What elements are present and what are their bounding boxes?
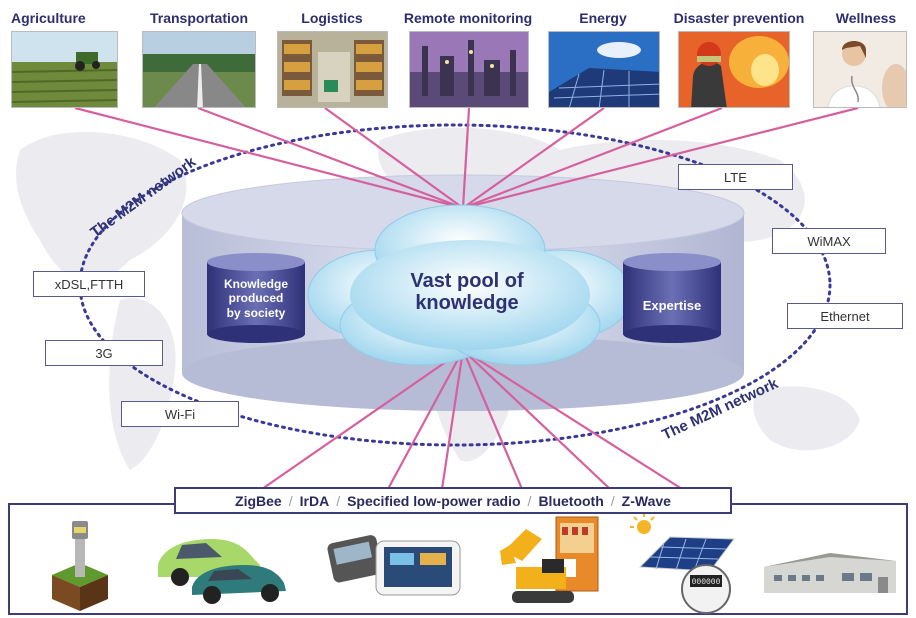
network-tag-wimax: WiMAX	[772, 228, 886, 254]
excavator-vending-machine-icon	[496, 515, 606, 616]
warehouse-photo	[277, 31, 388, 108]
highway-photo	[142, 31, 256, 108]
category-label-remote-monitoring: Remote monitoring	[403, 10, 533, 26]
protocol-separator: /	[336, 492, 341, 509]
network-tag-xdsl-ftth: xDSL,FTTH	[33, 271, 145, 297]
device-panel: 000000	[8, 503, 908, 615]
electric-cars-icon	[152, 525, 292, 610]
protocol-bluetooth: Bluetooth	[538, 492, 604, 509]
category-label-energy: Energy	[579, 10, 627, 26]
society-knowledge-line3: by society	[226, 305, 286, 320]
network-tag-wifi: Wi-Fi	[121, 401, 239, 427]
firefighter-photo	[678, 31, 790, 108]
solar-panel-smart-meter-icon: 000000	[630, 513, 740, 618]
society-knowledge-cylinder	[207, 253, 305, 343]
knowledge-pool-label: Vast pool of knowledge	[372, 270, 562, 315]
society-knowledge-line1: Knowledge	[223, 277, 288, 291]
expertise-cylinder	[623, 253, 721, 343]
category-label-transportation: Transportation	[149, 10, 248, 26]
network-tag-lte: LTE	[678, 164, 793, 190]
expertise-label: Expertise	[642, 298, 702, 313]
society-knowledge-line2: produced	[228, 291, 284, 306]
category-label-disaster-prevention: Disaster prevention	[673, 10, 805, 26]
network-tag-3g: 3G	[45, 340, 163, 366]
doctor-photo	[813, 31, 907, 108]
protocol-bar: ZigBee / IrDA / Specified low-power radi…	[174, 487, 732, 514]
network-tag-ethernet: Ethernet	[787, 303, 903, 329]
farm-tractor-photo	[11, 31, 118, 108]
protocol-zwave: Z-Wave	[621, 492, 671, 509]
factory-building-icon	[760, 537, 900, 602]
knowledge-pool-line1: Vast pool of	[410, 270, 524, 292]
knowledge-pool-line2: knowledge	[415, 292, 519, 315]
protocol-separator: /	[288, 492, 293, 509]
knowledge-cloud	[307, 204, 633, 366]
handheld-terminals-icon	[324, 527, 464, 612]
top-connection-lines	[74, 106, 859, 210]
bottom-connection-lines	[261, 349, 683, 490]
smart-meter-readout: 000000	[692, 578, 721, 587]
protocol-zigbee: ZigBee	[235, 492, 282, 509]
category-label-logistics: Logistics	[301, 10, 363, 26]
category-label-agriculture: Agriculture	[11, 10, 86, 26]
industrial-plant-photo	[409, 31, 529, 108]
protocol-low-power-radio: Specified low-power radio	[347, 492, 521, 509]
protocol-separator: /	[610, 492, 615, 509]
soil-sensor-icon	[48, 517, 112, 618]
category-label-wellness: Wellness	[835, 10, 897, 26]
society-knowledge-label: Knowledge produced by society	[209, 277, 303, 320]
protocol-irda: IrDA	[299, 492, 330, 509]
solar-panel-photo	[548, 31, 660, 108]
protocol-separator: /	[527, 492, 532, 509]
